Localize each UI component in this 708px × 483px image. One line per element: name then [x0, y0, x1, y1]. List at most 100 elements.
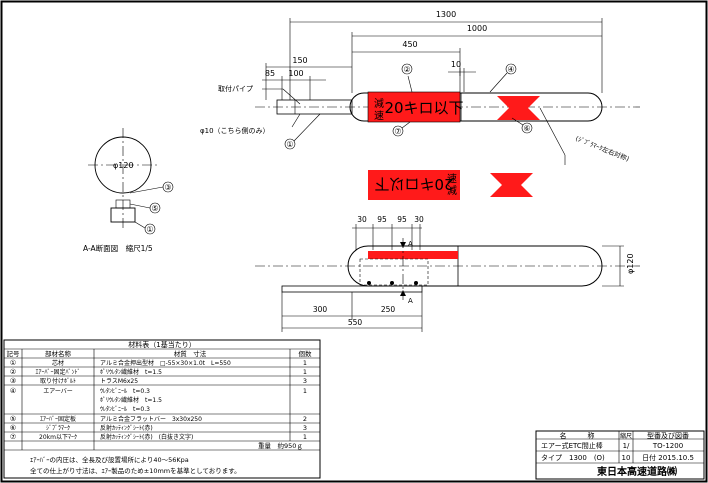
table-cell-qty: 2 — [303, 415, 307, 423]
sign-kanji-1: 減 — [374, 97, 384, 110]
section-diameter: φ120 — [113, 161, 134, 170]
table-cell-spec: 反射ｶｯﾃｨﾝｸﾞｼｰﾄ(赤) (白抜き文字) — [100, 433, 193, 441]
table-cell-no: ④ — [10, 387, 16, 395]
tb-product-name: エアー式ETC間止棒 — [541, 441, 603, 450]
tb-scale-label: 縮尺 — [620, 432, 632, 440]
dim-550: 550 — [348, 318, 363, 327]
table-cell-no: ⑥ — [10, 424, 16, 432]
tb-drawing-no: TO-1200 — [652, 442, 683, 450]
table-cell-name: 20km以下ﾏｰｸ — [39, 434, 77, 441]
dim-300: 300 — [313, 305, 328, 314]
table-cell-name: ｴｱｰﾊﾞｰ固定板 — [40, 415, 76, 423]
section-mark-bottom: A — [408, 297, 413, 305]
table-cell-name: ｼﾞﾌﾞﾗﾏｰｸ — [46, 425, 70, 432]
section-caption: A-A断面図 縮尺1/5 — [83, 243, 153, 253]
pipe-diameter-label: φ10（こちら側のみ） — [200, 126, 270, 135]
balloon-5-section: ⑤ — [151, 204, 158, 213]
balloon-1-side: ① — [286, 140, 293, 149]
tb-product-type: タイプ 1300 (O) — [541, 453, 605, 462]
table-header: 材質 寸法 — [174, 349, 207, 358]
section-view: φ120 ③ ⑤ ① A-A断面図 縮尺1/5 — [83, 128, 174, 253]
sign-kanji-2: 速 — [374, 110, 384, 122]
balloon-1-section: ① — [146, 225, 153, 234]
table-cell-spec: ｳﾚﾀﾝﾋﾞﾆｰﾙ t=0.3 — [100, 388, 150, 395]
title-block: 名 称 縮尺 型番及び図番 エアー式ETC間止棒 タイプ 1300 (O) 1/… — [535, 430, 705, 480]
table-cell-no: ③ — [10, 377, 16, 385]
table-cell-spec: ｳﾚﾀﾝﾋﾞﾆｰﾙ t=0.3 — [100, 406, 150, 413]
table-cell-no: ① — [10, 359, 16, 367]
balloon-6: ⑥ — [523, 124, 530, 133]
table-cell-spec: ﾎﾟﾘｳﾚﾀﾝ繊維材 t=1.5 — [100, 396, 162, 404]
tb-company: 東日本高速道路㈱ — [597, 465, 677, 478]
tb-name-label: 名 称 — [560, 431, 595, 440]
dim-30a: 30 — [357, 215, 367, 224]
tb-scale-bottom: 10 — [622, 454, 631, 462]
table-cell-qty: 1 — [303, 368, 307, 376]
plan-view: A A 30 95 95 30 300 250 550 φ120 — [255, 215, 640, 332]
tb-date: 日付 2015.10.5 — [642, 453, 694, 462]
mirrored-sign-panel — [368, 170, 460, 200]
plan-flat-bar — [281, 285, 423, 293]
speed-sign-text: 20キロ以下 — [384, 99, 463, 117]
table-cell-no: ② — [10, 368, 16, 376]
table-cell-spec: ﾎﾟﾘｳﾚﾀﾝ繊維材 t=1.5 — [100, 368, 162, 376]
mirrored-chevron — [490, 173, 533, 197]
balloon-3-section: ③ — [164, 183, 171, 192]
balloon-2: ② — [403, 65, 410, 74]
dim-95b: 95 — [397, 215, 407, 224]
materials-table: 材料表（1基当たり） 記号 部材名称 材質 寸法 個数 ① 芯材 アルミ合金押出型材 □-5… — [3, 339, 321, 479]
balloon-7: ⑦ — [394, 127, 401, 136]
tb-drawing-no-label: 型番及び図番 — [647, 431, 689, 440]
table-cell-name: エアーバー — [43, 388, 73, 395]
mirrored-kanji-1: 速 — [447, 173, 457, 185]
mirrored-sign-text: 20キロ以下 — [374, 175, 453, 193]
side-dimensions: 1300 1000 450 10 150 85 100 — [262, 10, 603, 100]
table-cell-no: ⑦ — [10, 433, 16, 441]
table-cell-name: 芯材 — [52, 359, 64, 367]
pipe-label: 取付パイプ — [218, 84, 253, 93]
dim-95a: 95 — [377, 215, 387, 224]
table-cell-spec: アルミ合金フラットバー 3x30x250 — [100, 415, 202, 423]
chevron-mark — [497, 96, 540, 120]
chevron-symmetry-note: (ｼﾞﾌﾞﾗﾏｰｸ左右対称) — [574, 134, 630, 164]
table-cell-name: ｴｱｰﾊﾞｰ固定ﾊﾞﾝﾄﾞ — [35, 368, 80, 376]
dim-100: 100 — [288, 69, 303, 78]
table-cell-spec: トラスM6x25 — [100, 378, 138, 385]
section-mark-top: A — [408, 240, 413, 248]
mirrored-sign: 20キロ以下 速 減 — [368, 170, 533, 200]
dim-85: 85 — [265, 69, 275, 78]
dim-sign-length: 450 — [402, 40, 417, 49]
side-view: 減 速 20キロ以下 — [255, 91, 640, 123]
mount-pipe — [276, 99, 353, 115]
plan-sign-strip — [368, 251, 458, 259]
dim-250: 250 — [381, 305, 396, 314]
table-cell-spec: 反射ｶｯﾃｨﾝｸﾞｼｰﾄ(赤) — [100, 424, 153, 432]
speed-sign-panel — [367, 91, 461, 123]
mirrored-kanji-2: 減 — [447, 184, 457, 197]
table-cell-qty: 1 — [303, 359, 307, 367]
balloon-4: ④ — [507, 65, 514, 74]
dim-overall: 1300 — [436, 10, 456, 19]
dim-30b: 30 — [414, 215, 424, 224]
table-header: 部材名称 — [45, 349, 72, 358]
table-cell-qty: 3 — [303, 377, 307, 385]
table-header: 個数 — [299, 349, 313, 358]
table-cell-no: ⑤ — [10, 415, 16, 423]
table-cell-qty: 3 — [303, 424, 307, 432]
note-tolerance: 全ての仕上がり寸法は、ｴｱｰ製品のため±10mmを基準としております。 — [30, 466, 241, 475]
table-cell-spec: アルミ合金押出型材 □-55×30×1.0t L=550 — [100, 359, 231, 367]
tb-scale-top: 1/ — [623, 442, 630, 450]
dim-sign-gap: 10 — [451, 60, 461, 69]
table-cell-qty: 1 — [303, 433, 307, 441]
note-pressure: ｴｱｰﾊﾞｰの内圧は、全長及び設置場所により40～56Kpa — [30, 455, 189, 464]
table-cell-name: 取り付けﾎﾞﾙﾄ — [40, 377, 76, 385]
materials-title: 材料表（1基当たり） — [128, 340, 195, 349]
dim-bar-length: 1000 — [467, 24, 487, 33]
table-header: 記号 — [7, 349, 21, 358]
plan-core-hidden — [359, 258, 429, 286]
table-cell-qty: 1 — [303, 387, 307, 395]
dim-150: 150 — [292, 56, 307, 65]
